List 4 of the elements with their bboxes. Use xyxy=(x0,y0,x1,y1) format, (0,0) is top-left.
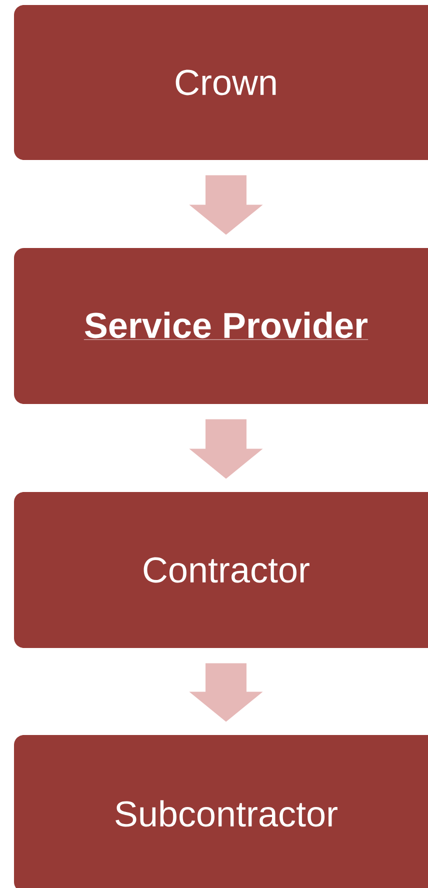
process-box: Contractor xyxy=(14,492,428,648)
process-box: Subcontractor xyxy=(14,735,428,888)
process-box: Crown xyxy=(14,5,428,160)
process-box: Service Provider xyxy=(14,248,428,404)
